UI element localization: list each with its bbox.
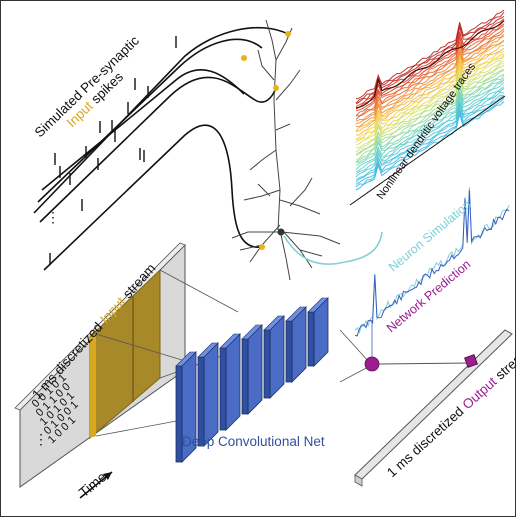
voltage-trace bbox=[355, 68, 505, 156]
neuron-morphology bbox=[231, 19, 341, 281]
voltage-trace bbox=[355, 95, 505, 185]
cnn-layer-top bbox=[241, 324, 263, 340]
voltage-trace bbox=[355, 81, 505, 173]
spike-ellipsis: ⋮ bbox=[46, 209, 60, 225]
time-label: Time bbox=[76, 468, 110, 500]
voltage-traces-panel bbox=[355, 9, 505, 191]
voltage-trace bbox=[355, 25, 505, 117]
voltage-trace bbox=[355, 64, 505, 156]
spike-train-4 bbox=[39, 76, 277, 223]
spike-train-2 bbox=[37, 38, 263, 203]
cnn-layer bbox=[307, 311, 315, 367]
voltage-trace bbox=[355, 9, 505, 100]
cnn-layer-top bbox=[175, 351, 197, 367]
cnn-layer bbox=[285, 320, 293, 383]
input-window-edge bbox=[90, 334, 96, 438]
voltage-trace bbox=[355, 53, 505, 141]
voltage-trace bbox=[355, 45, 505, 132]
spikes-label: Simulated Pre-synaptic bbox=[32, 33, 142, 140]
spike-train-5 bbox=[43, 124, 263, 271]
voltage-trace bbox=[355, 91, 505, 181]
neuron-soma bbox=[277, 228, 285, 236]
cnn-layers bbox=[175, 297, 329, 463]
cnn-layer-top bbox=[197, 342, 219, 358]
output-stream-bar bbox=[354, 329, 513, 480]
cnn-layer-top bbox=[285, 306, 307, 322]
cnn-layer-top bbox=[219, 333, 241, 349]
voltage-trace bbox=[355, 77, 505, 166]
output-traces bbox=[354, 187, 510, 337]
voltage-trace bbox=[355, 51, 505, 140]
output-stream-cell bbox=[464, 354, 478, 368]
cnn-layer-side bbox=[247, 324, 263, 415]
voltage-trace bbox=[355, 30, 505, 120]
cnn-layer-side bbox=[225, 333, 241, 431]
spike-train-1 bbox=[33, 26, 289, 214]
network-output-node bbox=[364, 356, 380, 372]
prediction-trace bbox=[354, 190, 510, 337]
spike-ticks bbox=[49, 36, 177, 265]
cnn-layer bbox=[219, 347, 227, 431]
voltage-trace bbox=[355, 74, 505, 164]
cnn-label: Deep Convolutional Net bbox=[182, 434, 325, 449]
voltage-panel-baseline bbox=[349, 95, 506, 206]
cnn-layer bbox=[197, 356, 205, 447]
spike-lines bbox=[33, 26, 289, 271]
cnn-layer-top bbox=[307, 297, 329, 313]
voltage-trace bbox=[355, 40, 505, 132]
spike-train-3 bbox=[41, 69, 245, 191]
voltage-trace bbox=[355, 69, 505, 161]
cnn-layer-top bbox=[263, 315, 285, 331]
voltage-trace bbox=[355, 54, 505, 143]
voltage-trace bbox=[355, 97, 505, 188]
voltage-trace bbox=[355, 101, 505, 191]
voltage-trace bbox=[355, 35, 505, 124]
voltage-trace bbox=[355, 79, 505, 170]
time-arrow-head bbox=[103, 472, 112, 480]
node-to-stream-line bbox=[378, 362, 471, 365]
voltage-trace bbox=[355, 86, 505, 175]
voltage-trace bbox=[355, 28, 505, 117]
voltage-trace bbox=[355, 60, 505, 149]
voltage-trace bbox=[355, 94, 505, 183]
simulation-output-curve bbox=[283, 231, 383, 265]
voltage-trace bbox=[355, 23, 505, 112]
synapse-dots bbox=[241, 31, 291, 250]
binary-ellipsis: ⋮ bbox=[34, 431, 48, 447]
cnn-layer bbox=[241, 338, 249, 415]
voltage-trace bbox=[355, 11, 505, 104]
voltage-trace-highlight bbox=[355, 20, 505, 109]
voltage-trace bbox=[355, 47, 505, 136]
output-stream-bar-end bbox=[354, 474, 363, 487]
cnn-layer-side bbox=[203, 342, 219, 447]
voltage-trace bbox=[355, 73, 505, 163]
voltage-trace bbox=[355, 56, 505, 146]
cnn-layer bbox=[263, 329, 271, 399]
simulation-trace bbox=[354, 187, 510, 334]
voltage-trace bbox=[355, 39, 505, 128]
cnn-to-node-lines bbox=[339, 329, 371, 383]
